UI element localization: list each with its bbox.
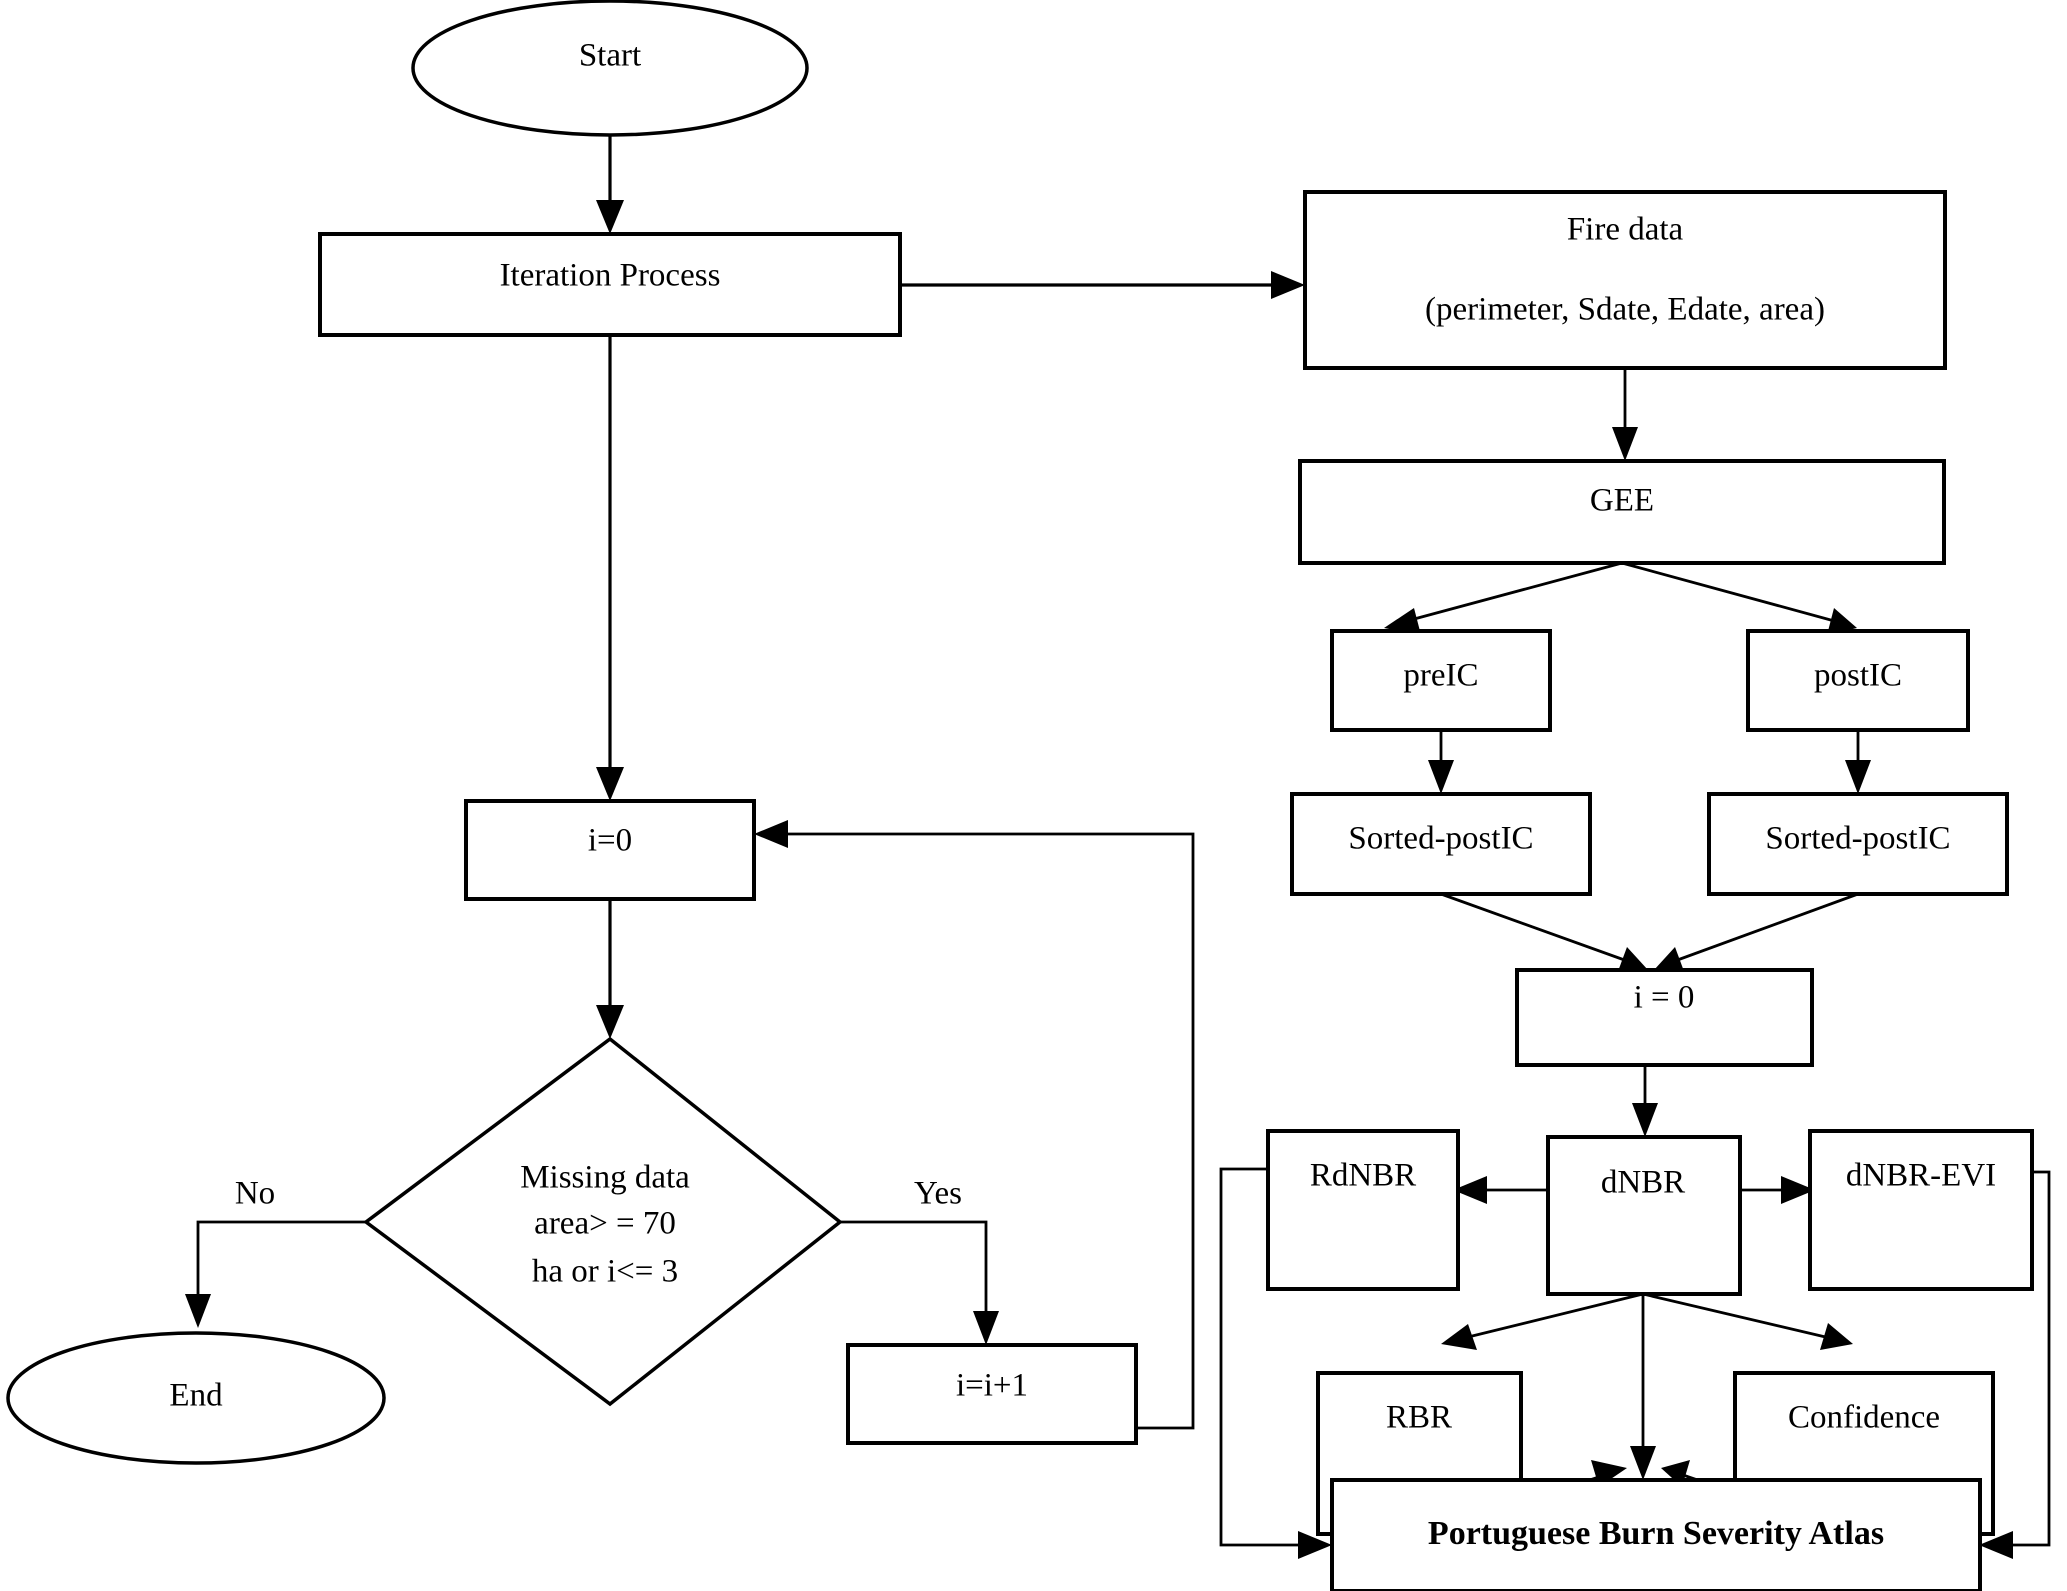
fire-data-rect bbox=[1303, 190, 1947, 370]
node-post-ic-label: postIC bbox=[1814, 658, 1902, 694]
decision-diamond-shape bbox=[363, 1036, 843, 1407]
node-decision-line3: ha or i<= 3 bbox=[532, 1254, 678, 1290]
node-dnbr-label: dNBR bbox=[1601, 1165, 1685, 1201]
node-post-ic[interactable]: postIC bbox=[1746, 629, 1970, 732]
sorted-post-ic-right-rect bbox=[1707, 792, 2009, 896]
edge-i-increment-to-i-zero bbox=[754, 820, 1195, 1430]
dnbr-evi-rect bbox=[1808, 1129, 2034, 1291]
edge-i-zero-to-decision bbox=[596, 899, 624, 1039]
node-i-zero-right[interactable]: i = 0 bbox=[1515, 968, 1814, 1067]
node-i-zero-left[interactable]: i=0 bbox=[464, 799, 756, 901]
edge-dnbr-to-dnbr-evi bbox=[1740, 1176, 1815, 1204]
edge-pre-ic-to-sorted-left bbox=[1428, 730, 1454, 794]
edge-dnbr-to-rdnbr bbox=[1453, 1176, 1548, 1204]
node-fire-data-line2: (perimeter, Sdate, Edate, area) bbox=[1425, 292, 1825, 328]
edge-dnbr-to-atlas bbox=[1630, 1294, 1656, 1480]
node-pre-ic[interactable]: preIC bbox=[1330, 629, 1552, 732]
edge-rdnbr-to-atlas bbox=[1219, 1167, 1332, 1559]
node-fire-data[interactable]: Fire data (perimeter, Sdate, Edate, area… bbox=[1303, 190, 1947, 370]
node-rdnbr-label: RdNBR bbox=[1310, 1158, 1416, 1194]
gee-rect bbox=[1298, 459, 1946, 565]
node-dnbr-evi[interactable]: dNBR-EVI bbox=[1808, 1129, 2034, 1291]
start-ellipse-shape bbox=[411, 0, 809, 137]
edge-start-to-iteration bbox=[596, 136, 624, 234]
atlas-rect bbox=[1330, 1478, 1982, 1591]
edge-dnbr-to-confidence bbox=[1642, 1292, 1853, 1350]
node-decision-line1: Missing data bbox=[520, 1160, 690, 1196]
i-zero-left-rect bbox=[464, 799, 756, 901]
edge-label-yes: Yes bbox=[914, 1176, 962, 1212]
node-i-zero-left-label: i=0 bbox=[588, 823, 632, 859]
node-i-increment-label: i=i+1 bbox=[956, 1368, 1028, 1404]
node-sorted-post-ic-right-label: Sorted-postIC bbox=[1765, 821, 1950, 857]
edge-gee-to-post-ic bbox=[1621, 561, 1857, 635]
edge-sorted-right-to-i-zero-right bbox=[1654, 892, 1859, 974]
node-dnbr[interactable]: dNBR bbox=[1546, 1135, 1742, 1296]
end-ellipse-shape bbox=[6, 1331, 386, 1465]
node-start[interactable]: Start bbox=[411, 0, 809, 137]
edge-fire-data-to-gee bbox=[1612, 368, 1638, 461]
rdnbr-rect bbox=[1266, 1129, 1460, 1291]
node-dnbr-evi-label: dNBR-EVI bbox=[1846, 1158, 1996, 1194]
edge-iteration-to-i-zero bbox=[596, 335, 624, 801]
node-sorted-post-ic-left-label: Sorted-postIC bbox=[1348, 821, 1533, 857]
node-iteration-process[interactable]: Iteration Process bbox=[318, 232, 902, 337]
node-atlas[interactable]: Portuguese Burn Severity Atlas bbox=[1330, 1478, 1982, 1591]
node-gee-label: GEE bbox=[1590, 483, 1654, 519]
dnbr-rect bbox=[1546, 1135, 1742, 1296]
node-end-label: End bbox=[169, 1378, 223, 1414]
node-rbr-label: RBR bbox=[1386, 1400, 1452, 1436]
node-gee[interactable]: GEE bbox=[1298, 459, 1946, 565]
i-increment-rect bbox=[846, 1343, 1138, 1445]
edge-decision-no: No bbox=[185, 1176, 366, 1328]
node-pre-ic-label: preIC bbox=[1403, 658, 1478, 694]
edge-sorted-left-to-i-zero-right bbox=[1440, 892, 1648, 974]
edge-gee-to-pre-ic bbox=[1384, 561, 1623, 635]
node-rdnbr[interactable]: RdNBR bbox=[1266, 1129, 1460, 1291]
node-decision-line2: area> = 70 bbox=[534, 1206, 676, 1242]
i-zero-right-rect bbox=[1515, 968, 1814, 1067]
edge-dnbr-evi-to-atlas bbox=[1979, 1170, 2051, 1559]
node-start-label: Start bbox=[579, 38, 641, 74]
edge-decision-yes: Yes bbox=[840, 1176, 999, 1345]
node-sorted-post-ic-left[interactable]: Sorted-postIC bbox=[1290, 792, 1592, 896]
edge-label-no: No bbox=[235, 1176, 275, 1212]
edge-iteration-to-fire-data bbox=[900, 271, 1305, 299]
node-sorted-post-ic-right[interactable]: Sorted-postIC bbox=[1707, 792, 2009, 896]
node-atlas-label: Portuguese Burn Severity Atlas bbox=[1428, 1515, 1884, 1552]
iteration-process-rect bbox=[318, 232, 902, 337]
node-end[interactable]: End bbox=[6, 1331, 386, 1465]
node-fire-data-line1: Fire data bbox=[1567, 212, 1684, 248]
edge-dnbr-to-rbr bbox=[1441, 1292, 1644, 1350]
edge-post-ic-to-sorted-right bbox=[1845, 730, 1871, 794]
node-confidence-label: Confidence bbox=[1788, 1400, 1940, 1436]
edge-i-zero-right-to-dnbr bbox=[1632, 1065, 1658, 1137]
node-i-increment[interactable]: i=i+1 bbox=[846, 1343, 1138, 1445]
node-iteration-process-label: Iteration Process bbox=[500, 258, 721, 294]
node-decision[interactable]: Missing data area> = 70 ha or i<= 3 bbox=[363, 1036, 843, 1407]
node-i-zero-right-label: i = 0 bbox=[1634, 980, 1695, 1016]
